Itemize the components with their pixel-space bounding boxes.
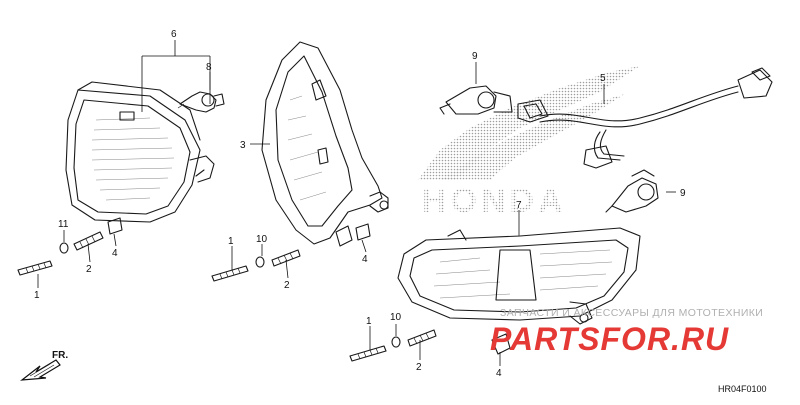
callout-1-left: 1 — [34, 290, 40, 301]
callout-3: 3 — [240, 140, 246, 151]
honda-wing-logo: HONDA — [418, 66, 640, 220]
callout-10-middle: 10 — [256, 234, 268, 245]
callout-2-right: 2 — [416, 362, 422, 373]
hardware-set-right — [349, 329, 437, 362]
hardware-set-middle — [211, 249, 301, 282]
callout-2-left: 2 — [86, 264, 92, 275]
wiring-harness — [517, 67, 773, 169]
callout-1-right: 1 — [366, 316, 372, 327]
headlight-assembly — [65, 81, 215, 223]
callout-9-upper: 9 — [472, 51, 478, 62]
callout-1-middle: 1 — [228, 236, 234, 247]
watermark-caption: ЗАПЧАСТИ И АКСЕССУАРЫ ДЛЯ МОТОТЕХНИКИ — [500, 307, 763, 319]
callout-numbers: 6 8 3 9 5 9 7 11 4 2 1 1 10 2 4 1 10 2 4 — [34, 29, 686, 379]
diagram-code: HR04F0100 — [718, 384, 767, 394]
leader-lines — [37, 40, 676, 366]
front-arrow-label: FR. — [52, 350, 68, 361]
callout-5: 5 — [600, 73, 606, 84]
honda-logo-text: HONDA — [422, 182, 567, 220]
callout-2-middle: 2 — [284, 280, 290, 291]
bulb-lower — [605, 169, 659, 213]
callout-7: 7 — [516, 200, 522, 211]
callout-4-left: 4 — [112, 248, 118, 259]
callout-4-middle: 4 — [362, 254, 368, 265]
callout-9-lower: 9 — [680, 188, 686, 199]
callout-11: 11 — [58, 219, 69, 230]
hardware-set-left — [17, 217, 123, 276]
nut-middle — [355, 223, 371, 241]
callout-10-right: 10 — [390, 312, 402, 323]
callout-4-right: 4 — [496, 368, 502, 379]
headlight-bulb — [177, 91, 225, 113]
headlight-lower-assembly — [397, 227, 641, 355]
headlight-housing — [261, 41, 389, 247]
callout-6: 6 — [171, 29, 177, 40]
bulb-upper — [439, 85, 513, 115]
callout-8: 8 — [206, 62, 212, 73]
watermark: ЗАПЧАСТИ И АКСЕССУАРЫ ДЛЯ МОТОТЕХНИКИ PA… — [490, 307, 763, 357]
front-direction-arrow: FR. — [20, 350, 68, 381]
watermark-logo: PARTSFOR.RU — [490, 321, 729, 357]
